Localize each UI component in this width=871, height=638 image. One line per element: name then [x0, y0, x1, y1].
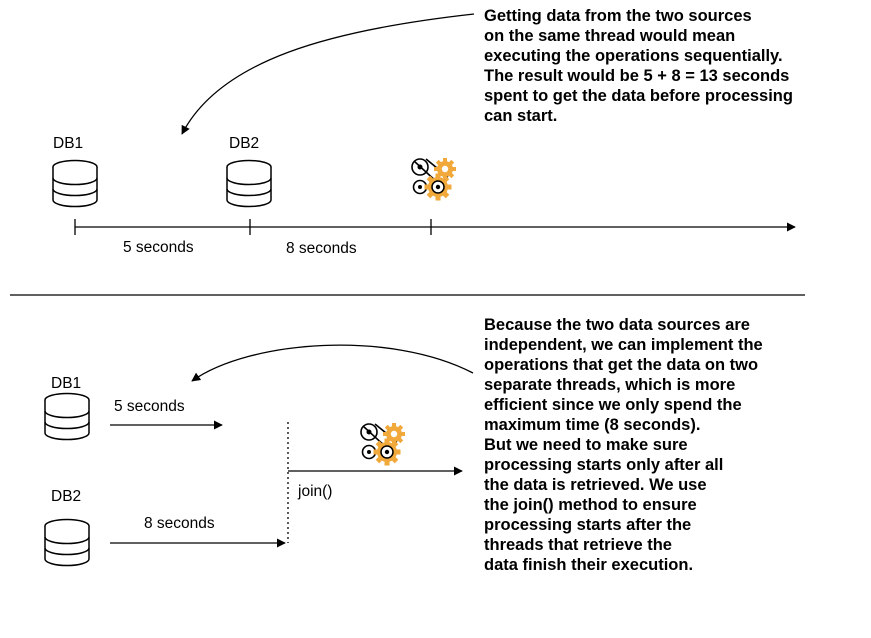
- bottom-processing-gears-icon: [360, 422, 406, 467]
- top-seg2-label: 8 seconds: [286, 240, 357, 257]
- bottom-db2-icon: [44, 518, 90, 567]
- top-curved-pointer-arrow: [181, 13, 475, 135]
- top-db2-label: DB2: [229, 135, 260, 152]
- note-line: Because the two data sources are: [484, 316, 750, 334]
- note-line: threads that retrieve the: [484, 536, 672, 554]
- note-line: can start.: [484, 107, 558, 125]
- bottom-db1-label: DB1: [51, 375, 82, 392]
- note-line: spent to get the data before processing: [484, 87, 793, 105]
- note-line: The result would be 5 + 8 = 13 seconds: [484, 67, 790, 85]
- thread1-label: 5 seconds: [114, 398, 185, 415]
- thread2-label: 8 seconds: [144, 515, 215, 532]
- note-line: efficient since we only spend the: [484, 396, 742, 414]
- note-line: maximum time (8 seconds).: [484, 416, 701, 434]
- note-line: executing the operations sequentially.: [484, 47, 783, 65]
- bottom-curved-pointer-arrow: [191, 344, 474, 382]
- top-processing-gears-icon: [411, 157, 457, 202]
- top-db1-label: DB1: [53, 135, 84, 152]
- note-line: data finish their execution.: [484, 556, 694, 574]
- note-line: the data is retrieved. We use: [484, 476, 707, 494]
- note-line: operations that get the data on two: [484, 356, 759, 374]
- note-line: the join() method to ensure: [484, 496, 697, 514]
- note-line: on the same thread would mean: [484, 27, 736, 45]
- top-db1-icon: [52, 159, 98, 208]
- note-line: Getting data from the two sources: [484, 7, 752, 25]
- join-label: join(): [298, 483, 333, 500]
- top-db2-icon: [226, 159, 272, 208]
- top-annotation-note: Getting data from the two sources on the…: [484, 6, 793, 126]
- top-seg1-label: 5 seconds: [123, 239, 194, 256]
- bottom-db2-label: DB2: [51, 488, 82, 505]
- note-line: processing starts only after all: [484, 456, 724, 474]
- note-line: processing starts after the: [484, 516, 692, 534]
- bottom-annotation-note: Because the two data sources are indepen…: [484, 315, 763, 575]
- bottom-db1-icon: [44, 392, 90, 441]
- note-line: separate threads, which is more: [484, 376, 736, 394]
- note-line: But we need to make sure: [484, 436, 688, 454]
- note-line: independent, we can implement the: [484, 336, 763, 354]
